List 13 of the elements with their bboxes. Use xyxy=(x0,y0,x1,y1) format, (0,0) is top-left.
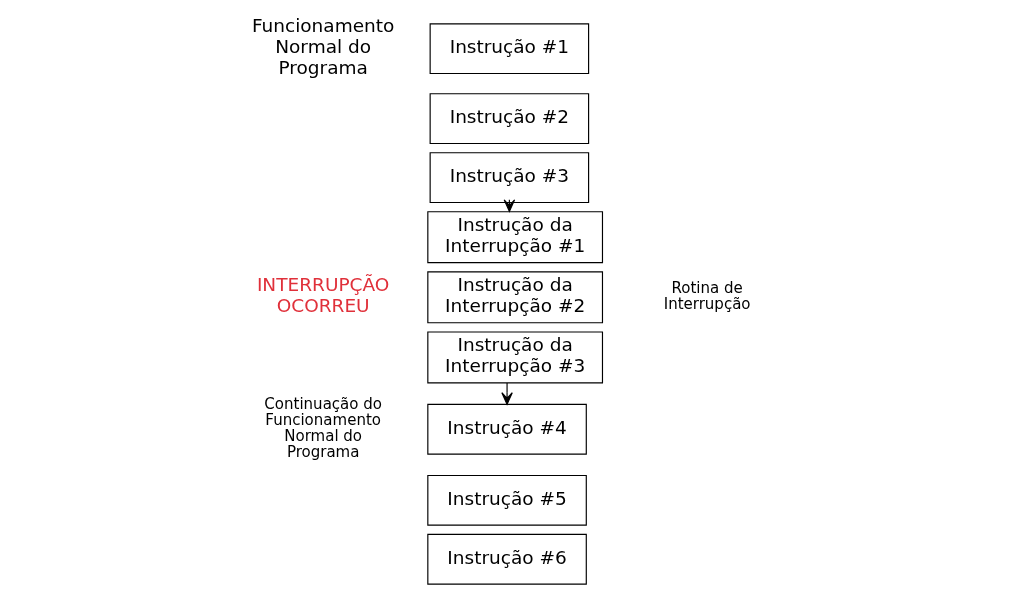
label: Continuação do Funcionamento Normal do Programa xyxy=(263,394,382,462)
label: Rotina de Interrupção xyxy=(663,279,751,314)
node-box: Instrução da Interrupção #3 xyxy=(426,331,603,384)
node-box: Instrução #4 xyxy=(426,403,587,455)
node-box: Instrução da Interrupção #2 xyxy=(426,271,603,324)
arrow xyxy=(500,382,513,405)
node-box: Instrução #5 xyxy=(426,474,587,526)
node-box: Instrução #1 xyxy=(429,23,589,75)
node-box: Instrução #2 xyxy=(429,93,589,145)
node-box: Instrução #6 xyxy=(426,533,587,585)
label: Funcionamento Normal do Programa xyxy=(251,15,394,78)
label: INTERRUPÇÃO OCORREU xyxy=(256,274,389,317)
node-box: Instrução da Interrupção #1 xyxy=(426,211,603,264)
